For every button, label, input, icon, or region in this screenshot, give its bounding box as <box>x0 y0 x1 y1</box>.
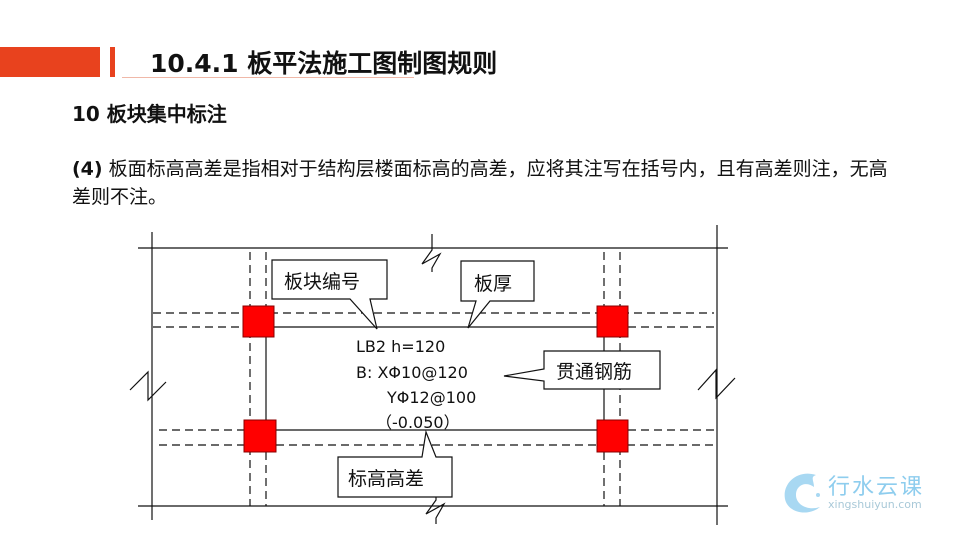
page-title: 10.4.1 板平法施工图制图规则 <box>150 49 498 78</box>
annotation-bottom-y-rebar: YΦ12@100 <box>386 388 476 407</box>
column-bottom-left <box>243 419 277 453</box>
beam-solid-lines <box>265 326 605 431</box>
wave-logo-icon <box>784 473 820 513</box>
body-paragraph: (4) 板面标高高差是指相对于结构层楼面标高的高差，应将其注写在括号内，且有高差… <box>72 155 902 211</box>
callout-through-rebar-label: 贯通钢筋 <box>556 361 632 383</box>
title-underline <box>122 77 414 78</box>
header-accent-stripe <box>110 47 115 77</box>
item-text: 板面标高高差是指相对于结构层楼面标高的高差，应将其注写在括号内，且有高差则注，无… <box>72 158 888 208</box>
item-number: (4) <box>72 158 103 180</box>
callout-slab-id <box>271 259 388 330</box>
column-top-left <box>242 305 275 338</box>
section-heading: 10 板块集中标注 <box>72 102 227 126</box>
callout-slab-id-label: 板块编号 <box>284 271 360 293</box>
watermark-name: 行水云课 <box>828 475 925 500</box>
callout-elevation-diff <box>337 429 453 498</box>
callout-thickness-label: 板厚 <box>474 273 512 295</box>
watermark-logo: 行水云课 xingshuiyun.com <box>780 465 950 520</box>
column-top-right <box>596 305 629 338</box>
annotation-slab-thickness: LB2 h=120 <box>356 337 445 356</box>
callout-elevation-diff-label: 标高高差 <box>348 468 424 490</box>
annotation-bottom-x-rebar: B: XΦ10@120 <box>356 363 468 382</box>
annotation-elevation-diff: （-0.050） <box>376 413 460 432</box>
column-bottom-right <box>596 419 629 453</box>
header-accent-bar <box>0 47 100 77</box>
callout-thickness <box>460 260 535 329</box>
callout-through-rebar <box>503 350 661 390</box>
watermark-url: xingshuiyun.com <box>828 498 922 511</box>
break-marks <box>129 234 736 524</box>
